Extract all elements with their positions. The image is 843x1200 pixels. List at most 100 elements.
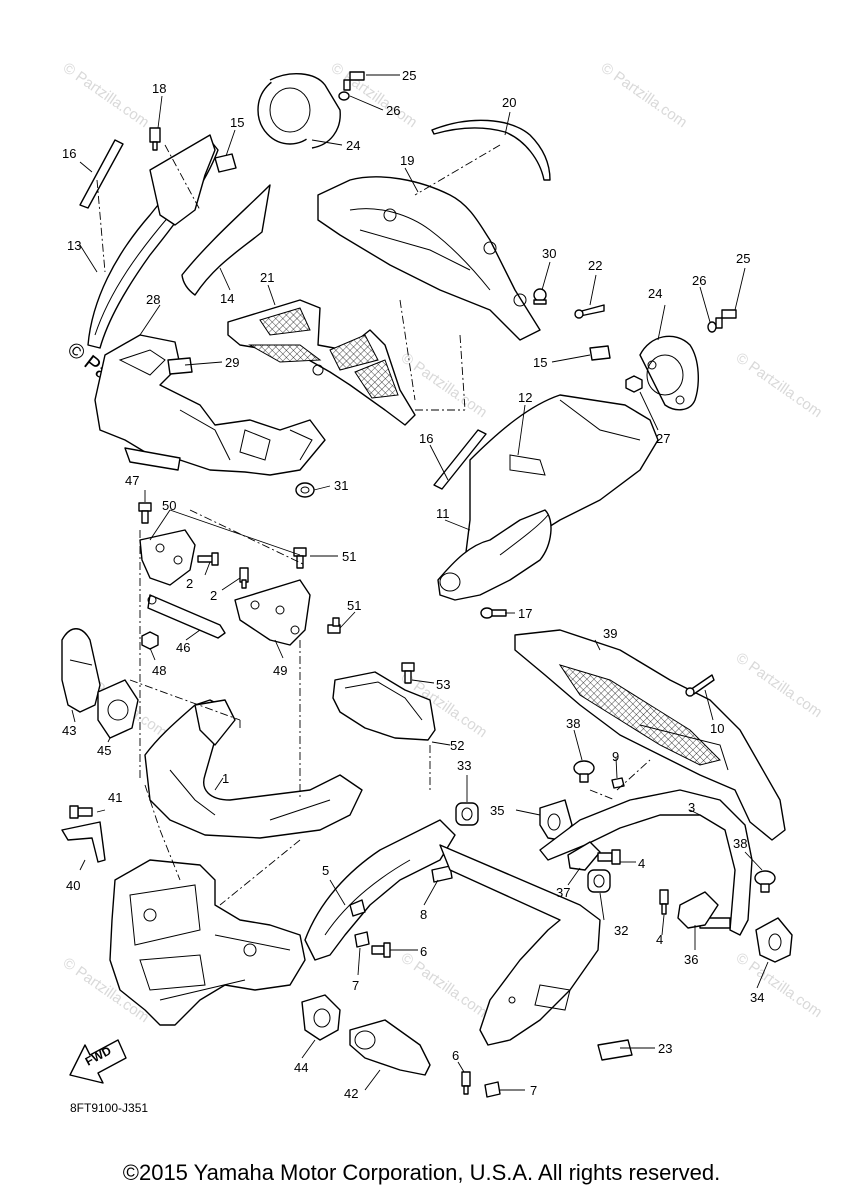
part-front-cowl-19[interactable] [317, 176, 541, 341]
callout-13[interactable]: 13 [67, 238, 81, 253]
part-mesh-bracket-21[interactable] [227, 299, 416, 426]
callout-9[interactable]: 9 [612, 749, 619, 764]
callout-30[interactable]: 30 [542, 246, 556, 261]
callout-4-upper[interactable]: 4 [638, 856, 645, 871]
part-bolt-18[interactable] [149, 127, 161, 151]
callout-48[interactable]: 48 [152, 663, 166, 678]
part-duct-24-right[interactable] [639, 335, 699, 411]
callout-19[interactable]: 19 [400, 153, 414, 168]
part-frame-stay-3[interactable] [539, 789, 753, 936]
callout-25-right[interactable]: 25 [736, 251, 750, 266]
part-grommet-32[interactable] [587, 869, 611, 893]
callout-14[interactable]: 14 [220, 291, 234, 306]
callout-44[interactable]: 44 [294, 1060, 308, 1075]
part-clip-38-upper[interactable] [573, 760, 595, 783]
callout-18[interactable]: 18 [152, 81, 166, 96]
part-bolt-53[interactable] [401, 662, 415, 684]
callout-7-upper[interactable]: 7 [352, 978, 359, 993]
callout-49[interactable]: 49 [273, 663, 287, 678]
part-pad-15-right[interactable] [589, 345, 611, 361]
callout-33[interactable]: 33 [457, 758, 471, 773]
callout-36[interactable]: 36 [684, 952, 698, 967]
callout-40[interactable]: 40 [66, 878, 80, 893]
part-side-cowl-13[interactable] [87, 134, 219, 349]
part-bracket-50[interactable] [139, 529, 196, 586]
callout-4-lower[interactable]: 4 [656, 932, 663, 947]
callout-45[interactable]: 45 [97, 743, 111, 758]
callout-5[interactable]: 5 [322, 863, 329, 878]
callout-6-upper[interactable]: 6 [420, 944, 427, 959]
part-bolt-6-lower[interactable] [461, 1071, 471, 1095]
callout-8[interactable]: 8 [420, 907, 427, 922]
part-bracket-40[interactable] [61, 821, 106, 863]
callout-11[interactable]: 11 [436, 506, 450, 521]
part-sticker-9[interactable] [611, 777, 625, 789]
part-bracket-37[interactable] [567, 841, 601, 871]
part-damper-34[interactable] [755, 917, 793, 963]
callout-3[interactable]: 3 [688, 800, 695, 815]
part-strip-20[interactable] [431, 119, 551, 181]
part-rivet-10[interactable] [685, 674, 715, 697]
part-bolt-25-upper[interactable] [343, 71, 365, 91]
part-grommet-33[interactable] [455, 802, 479, 826]
callout-15-right[interactable]: 15 [533, 355, 547, 370]
callout-16-right[interactable]: 16 [419, 431, 433, 446]
callout-38-lower[interactable]: 38 [733, 836, 747, 851]
callout-16-upper[interactable]: 16 [62, 146, 76, 161]
part-bolt-51-upper[interactable] [293, 547, 307, 569]
part-inner-panel-14[interactable] [181, 184, 271, 296]
callout-29[interactable]: 29 [225, 355, 239, 370]
part-mirror-base-11[interactable] [437, 509, 552, 601]
callout-7-lower[interactable]: 7 [530, 1083, 537, 1098]
callout-26-right[interactable]: 26 [692, 273, 706, 288]
callout-2-left[interactable]: 2 [186, 576, 193, 591]
part-screw-2-left[interactable] [197, 552, 219, 566]
part-gasket-44[interactable] [301, 994, 341, 1041]
part-nut-27[interactable] [625, 375, 643, 393]
part-nut-48[interactable] [141, 631, 159, 650]
callout-20[interactable]: 20 [502, 95, 516, 110]
part-duct-24-upper[interactable] [257, 73, 341, 149]
part-bolt-4-upper[interactable] [597, 849, 621, 865]
callout-28[interactable]: 28 [146, 292, 160, 307]
part-trim-strip-16-right[interactable] [433, 429, 487, 490]
part-bracket-49[interactable] [234, 579, 311, 646]
callout-10[interactable]: 10 [710, 721, 724, 736]
part-rivet-22[interactable] [574, 304, 605, 319]
callout-41[interactable]: 41 [108, 790, 122, 805]
part-washer-26-right[interactable] [707, 321, 717, 333]
callout-24-upper[interactable]: 24 [346, 138, 360, 153]
callout-32[interactable]: 32 [614, 923, 628, 938]
callout-12[interactable]: 12 [518, 390, 532, 405]
part-grommet-31[interactable] [295, 482, 315, 498]
part-inner-panel-right[interactable] [439, 844, 601, 1046]
callout-27[interactable]: 27 [656, 431, 670, 446]
callout-1[interactable]: 1 [222, 771, 229, 786]
callout-42[interactable]: 42 [344, 1086, 358, 1101]
part-bolt-4-lower[interactable] [659, 889, 669, 915]
callout-46[interactable]: 46 [176, 640, 190, 655]
callout-25-upper[interactable]: 25 [402, 68, 416, 83]
callout-35[interactable]: 35 [490, 803, 504, 818]
callout-26-upper[interactable]: 26 [386, 103, 400, 118]
part-clip-7-lower[interactable] [484, 1081, 501, 1098]
part-pad-15-upper[interactable] [214, 153, 237, 173]
part-bracket-36[interactable] [677, 891, 719, 929]
callout-38-upper[interactable]: 38 [566, 716, 580, 731]
callout-51-upper[interactable]: 51 [342, 549, 356, 564]
callout-34[interactable]: 34 [750, 990, 764, 1005]
part-inner-cowl-28[interactable] [94, 334, 326, 476]
callout-22[interactable]: 22 [588, 258, 602, 273]
part-trim-strip-16[interactable] [79, 139, 124, 209]
callout-52[interactable]: 52 [450, 738, 464, 753]
part-bolt-25-right[interactable] [715, 309, 737, 329]
callout-37[interactable]: 37 [556, 885, 570, 900]
callout-23[interactable]: 23 [658, 1041, 672, 1056]
callout-6-lower[interactable]: 6 [452, 1048, 459, 1063]
part-duct-43[interactable] [61, 628, 101, 713]
part-clip-38-lower[interactable] [754, 870, 776, 893]
part-bolt-41[interactable] [69, 805, 93, 819]
callout-47[interactable]: 47 [125, 473, 139, 488]
callout-17[interactable]: 17 [518, 606, 532, 621]
part-screw-17[interactable] [480, 607, 507, 619]
